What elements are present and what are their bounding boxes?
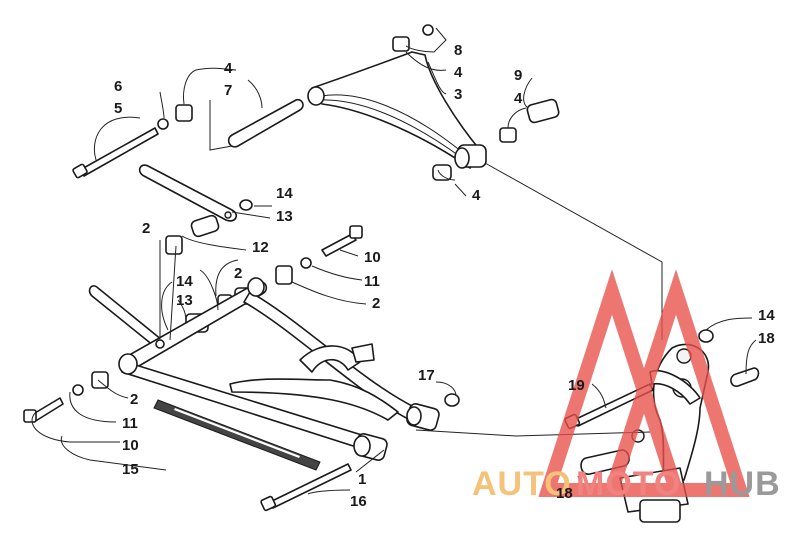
lower-a-arm-group — [118, 277, 440, 471]
callout-8: 8 — [454, 42, 462, 59]
callout-2: 2 — [234, 265, 242, 282]
sleeve-9 — [526, 98, 560, 124]
bolt-10-top — [321, 233, 357, 257]
callout-14: 14 — [758, 307, 775, 324]
callout-18: 18 — [556, 485, 573, 502]
callout-9: 9 — [514, 67, 522, 84]
sleeve-7 — [227, 98, 304, 148]
link-12-lower — [88, 285, 165, 350]
watermark-text-moto: MOTO — [576, 465, 681, 503]
watermark-text-hub: HUB — [704, 465, 781, 503]
callout-13: 13 — [276, 208, 293, 225]
bolt-16 — [269, 463, 352, 509]
callout-2: 2 — [372, 295, 380, 312]
callout-11: 11 — [364, 273, 380, 290]
watermark-text-auto: AUTO — [472, 465, 572, 503]
callout-12: 12 — [252, 239, 269, 256]
callout-7: 7 — [224, 82, 232, 99]
callout-19: 19 — [568, 377, 585, 394]
callout-6: 6 — [114, 78, 122, 95]
watermark-logo — [538, 269, 750, 497]
callout-2: 2 — [142, 220, 150, 237]
watermark-triangle-icon-2 — [602, 269, 750, 497]
link-12-upper — [138, 164, 238, 222]
bushing-8 — [422, 24, 434, 36]
callout-10: 10 — [122, 437, 139, 454]
callout-labels: 8 4 3 9 4 4 7 6 5 4 14 13 2 12 10 11 2 2… — [114, 42, 775, 510]
callout-1: 1 — [358, 471, 366, 488]
callout-16: 16 — [350, 493, 367, 510]
bushing-4-top — [392, 36, 410, 52]
bushing-4-right — [499, 127, 517, 143]
bushing-4-bottom — [432, 164, 452, 181]
callout-4: 4 — [454, 64, 463, 81]
callout-15: 15 — [122, 461, 139, 478]
callout-10: 10 — [364, 249, 381, 266]
bushing-4-left — [175, 104, 193, 122]
callout-4: 4 — [472, 187, 481, 204]
callout-14: 14 — [276, 185, 293, 202]
callout-3: 3 — [454, 86, 462, 103]
leader-lines — [31, 27, 757, 495]
callout-18: 18 — [758, 330, 775, 347]
callout-5: 5 — [114, 100, 122, 117]
callout-17: 17 — [418, 367, 435, 384]
callout-14: 14 — [176, 273, 193, 290]
callout-2: 2 — [130, 391, 138, 408]
callout-13: 13 — [176, 292, 193, 309]
callout-4: 4 — [224, 60, 233, 77]
callout-4: 4 — [514, 90, 523, 107]
callout-11: 11 — [122, 415, 138, 432]
upper-a-arm-group — [72, 24, 560, 181]
link-hardware-group — [23, 164, 460, 512]
